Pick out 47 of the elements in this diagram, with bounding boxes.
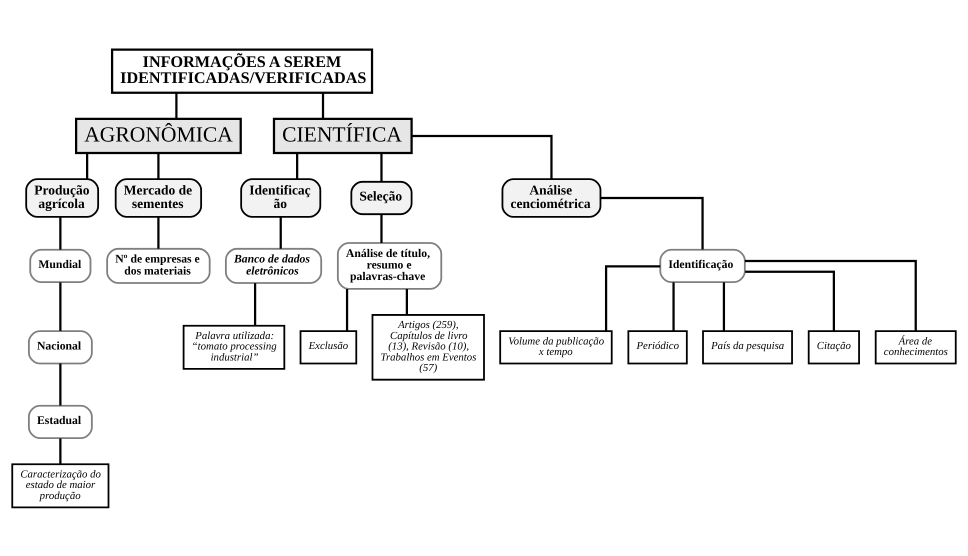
connector bbox=[59, 363, 62, 406]
node-box: Palavra utilizada: “tomato processing industrial” bbox=[182, 324, 286, 370]
node-box: Banco de dados eletrônicos bbox=[224, 247, 322, 284]
node-box: Mercado de sementes bbox=[114, 178, 202, 218]
connector bbox=[380, 152, 383, 182]
node-box: Análise de título, resumo e palavras-chave bbox=[336, 242, 442, 290]
node-box: Área de conhecimentos bbox=[874, 330, 957, 364]
node-box: Exclusão bbox=[300, 330, 358, 364]
connector bbox=[59, 282, 62, 330]
connector bbox=[254, 282, 256, 326]
node-box: AGRONÔMICA bbox=[75, 117, 242, 154]
node-box: Mundial bbox=[29, 248, 92, 282]
node-box: Periódico bbox=[627, 330, 688, 364]
node-box: INFORMAÇÕES A SEREM IDENTIFICADAS/VERIFICADAS bbox=[110, 48, 374, 94]
connector bbox=[86, 152, 88, 179]
connector bbox=[346, 288, 348, 330]
node-box: Produção agrícola bbox=[25, 178, 100, 218]
node-box: Análise cenciométrica bbox=[502, 178, 602, 218]
node-box: Estadual bbox=[28, 404, 93, 439]
connector bbox=[604, 264, 660, 330]
node-box: País da pesquisa bbox=[702, 330, 793, 364]
connector bbox=[722, 282, 726, 330]
connector bbox=[406, 288, 408, 314]
node-box: Caracterização do estado de maior produção bbox=[11, 462, 110, 508]
connector bbox=[672, 282, 675, 330]
connector bbox=[157, 216, 160, 248]
node-box: Seleção bbox=[350, 180, 412, 215]
connector bbox=[744, 259, 917, 331]
connector bbox=[600, 196, 704, 249]
node-box: Nacional bbox=[28, 330, 93, 364]
node-box: Citação bbox=[808, 330, 860, 364]
node-box: Identificação bbox=[659, 248, 746, 282]
node-box: Artigos (259), Capítulos de livro (13), Revisão (10), Trabalhos em Eventos (57) bbox=[372, 314, 485, 380]
connector bbox=[280, 216, 282, 248]
node-box: Nº de empresas e dos materiais bbox=[106, 247, 211, 284]
connector bbox=[322, 92, 324, 118]
connector bbox=[296, 152, 298, 179]
connector bbox=[380, 214, 383, 242]
connector bbox=[745, 270, 835, 330]
node-box: Identificaç ão bbox=[240, 178, 322, 218]
connector bbox=[157, 152, 160, 179]
connector bbox=[412, 134, 553, 179]
connector bbox=[175, 92, 178, 118]
node-box: CIENTÍFICA bbox=[272, 117, 413, 154]
connector bbox=[59, 438, 62, 464]
node-box: Volume da publicação x tempo bbox=[499, 330, 613, 364]
connector bbox=[59, 216, 62, 250]
